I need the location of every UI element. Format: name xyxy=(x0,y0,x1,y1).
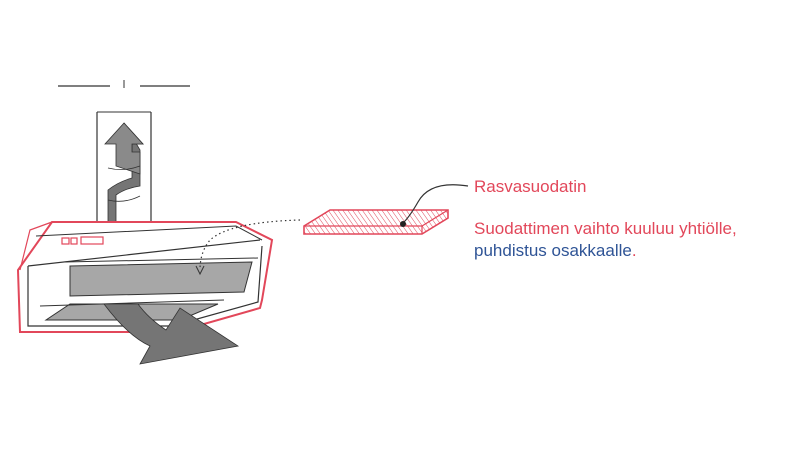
responsibility-note: Suodattimen vaihto kuuluu yhtiölle, puhd… xyxy=(474,218,737,262)
exhaust-duct-icon xyxy=(96,111,152,222)
grease-filter-icon xyxy=(303,209,449,235)
filter-label: Rasvasuodatin xyxy=(474,177,587,196)
filter-leader-dot xyxy=(400,221,406,227)
ceiling-line xyxy=(58,80,190,88)
airflow-intake-arrow-icon xyxy=(103,303,240,365)
note-line-period: . xyxy=(631,241,637,260)
airflow-up-arrow-icon xyxy=(104,122,144,223)
note-line-shareholder-text: puhdistus osakkaalle xyxy=(474,241,632,260)
note-line-company: Suodattimen vaihto kuuluu yhtiölle, xyxy=(474,219,737,238)
filter-location-arrowhead xyxy=(195,265,205,276)
note-line-shareholder: puhdistus osakkaalle. xyxy=(474,240,737,262)
filter-leader-line xyxy=(403,184,469,223)
